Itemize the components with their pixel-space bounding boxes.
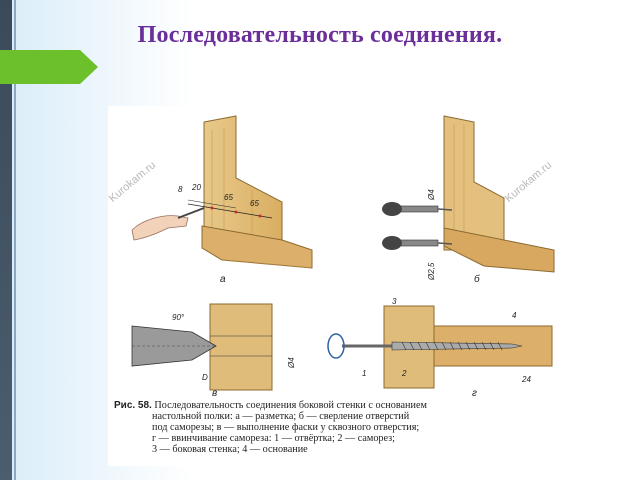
panel-letter-v: в [212,388,217,398]
green-arrow-shape [0,50,98,84]
panel-letter-a: а [220,274,226,285]
slide-left-bar [0,0,12,480]
dim-v-angle: 90° [172,313,185,322]
slide-title: Последовательность соединения. [137,22,503,48]
dim-b-d25: Ø2,5 [427,262,436,281]
caption-label: Рис. 58. [114,400,152,411]
panel-a-marking: 8 20 65 65 а [112,110,322,286]
panel-letter-b: б [474,273,480,285]
dim-v-d: D [202,373,208,382]
caption-line-2: настольной полки: а — разметка; б — свер… [152,411,410,422]
dim-g-1: 1 [362,369,366,378]
panel-g-screwing: 3 4 1 2 24 г [322,296,556,399]
caption-text-1: Последовательность соединения боковой ст… [154,400,427,411]
panel-v-chamfer: 90° D Ø4 в [112,296,312,399]
caption-line-3: под саморезы; в — выполнение фаски у скв… [152,422,420,433]
dim-a-8: 8 [178,185,183,194]
caption-line-5: 3 — боковая стенка; 4 — основание [152,444,308,455]
caption-line-1: Рис. 58. Последовательность соединения б… [114,400,554,411]
slide-left-line [14,0,16,480]
panel-b-drilling: Ø4 Ø2,5 б [334,110,556,286]
dim-a-65-2: 65 [250,199,259,208]
figure-caption: Рис. 58. Последовательность соединения б… [114,400,554,455]
dim-v-d4: Ø4 [287,357,296,369]
dim-g-24: 24 [521,375,531,384]
dim-b-d4: Ø4 [427,189,436,201]
dim-g-2: 2 [401,369,407,378]
dim-a-65-1: 65 [224,193,233,202]
dim-g-3: 3 [392,297,397,306]
panel-letter-g: г [472,388,477,398]
caption-line-4: г — ввинчивание самореза: 1 — отвёртка; … [152,433,396,444]
dim-a-20: 20 [191,183,201,192]
textbook-figure: 8 20 65 65 а Ø4 Ø2,5 б [107,106,560,466]
dim-g-4: 4 [512,311,517,320]
